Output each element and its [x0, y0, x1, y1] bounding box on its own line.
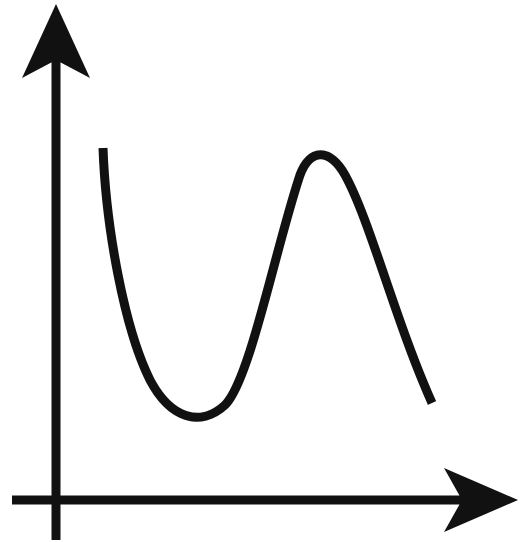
curve-line	[98, 147, 437, 422]
arrowhead-up-icon	[22, 4, 90, 78]
arrowhead-right-icon	[444, 468, 518, 532]
